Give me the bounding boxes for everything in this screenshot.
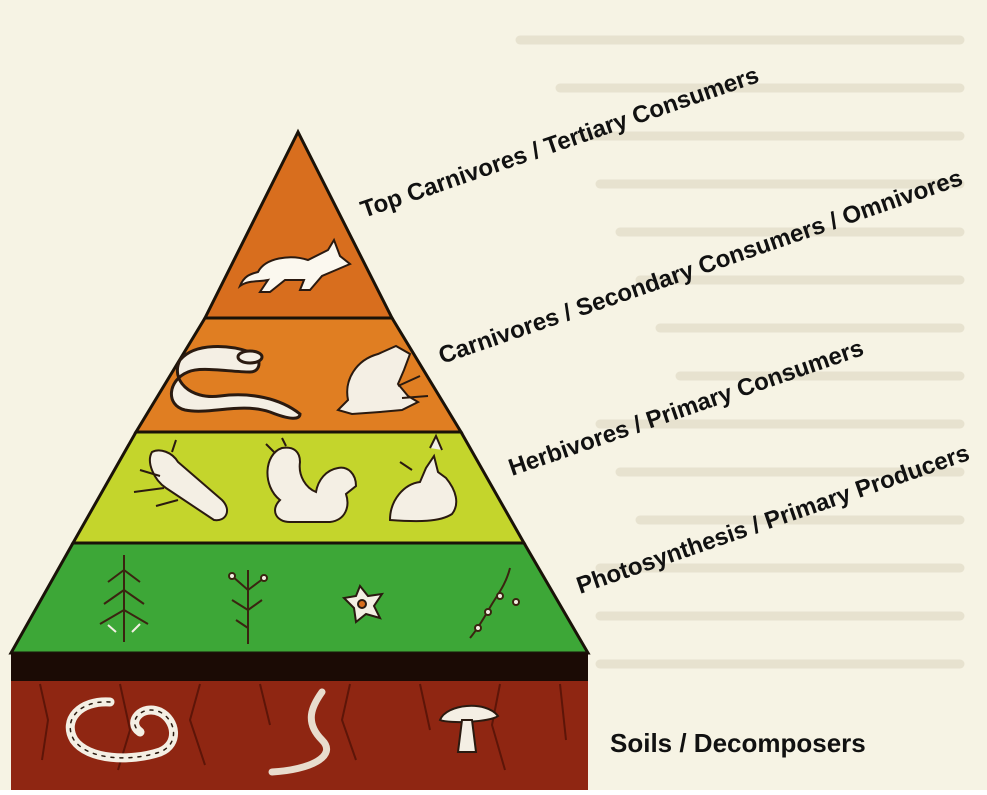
- label-decomposers: Soils / Decomposers: [610, 728, 866, 758]
- vine-icon: [469, 567, 520, 639]
- beetle-icon: [133, 439, 229, 522]
- earthworm-icon: [268, 688, 330, 776]
- faint-bleed-through-text: [515, 35, 965, 669]
- fox-icon: [237, 237, 352, 293]
- flower-icon: [341, 584, 385, 624]
- squirrel-icon: [265, 437, 358, 523]
- snake-icon: [169, 345, 302, 420]
- soil-band: [11, 681, 588, 790]
- sapling-icon: [228, 570, 268, 644]
- mushroom-icon: [438, 704, 500, 753]
- rabbit-icon: [388, 433, 458, 523]
- tree-icon: [99, 555, 149, 642]
- frog-icon: [336, 344, 429, 416]
- soil-band-top: [11, 653, 588, 681]
- worm-icon: [65, 697, 178, 763]
